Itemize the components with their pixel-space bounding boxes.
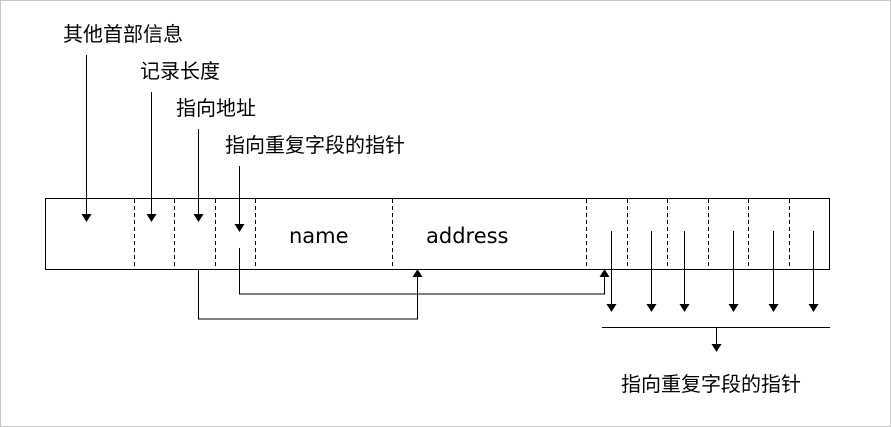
label-other-header: 其他首部信息	[63, 22, 183, 46]
pointer-connectors	[198, 248, 610, 320]
repeat-field-arrows	[606, 231, 819, 312]
label-pointer-address: 指向地址	[176, 96, 256, 120]
connector-repeat-pointer	[239, 248, 610, 295]
field-dividers	[134, 199, 790, 269]
label-record-length: 记录长度	[140, 59, 220, 83]
field-address: address	[426, 224, 509, 248]
label-arrows	[81, 55, 245, 232]
field-name: name	[289, 224, 349, 248]
record-bar	[45, 198, 830, 270]
bottom-caption: 指向重复字段的指针	[621, 372, 801, 396]
label-pointer-repeat: 指向重复字段的指针	[225, 133, 405, 157]
